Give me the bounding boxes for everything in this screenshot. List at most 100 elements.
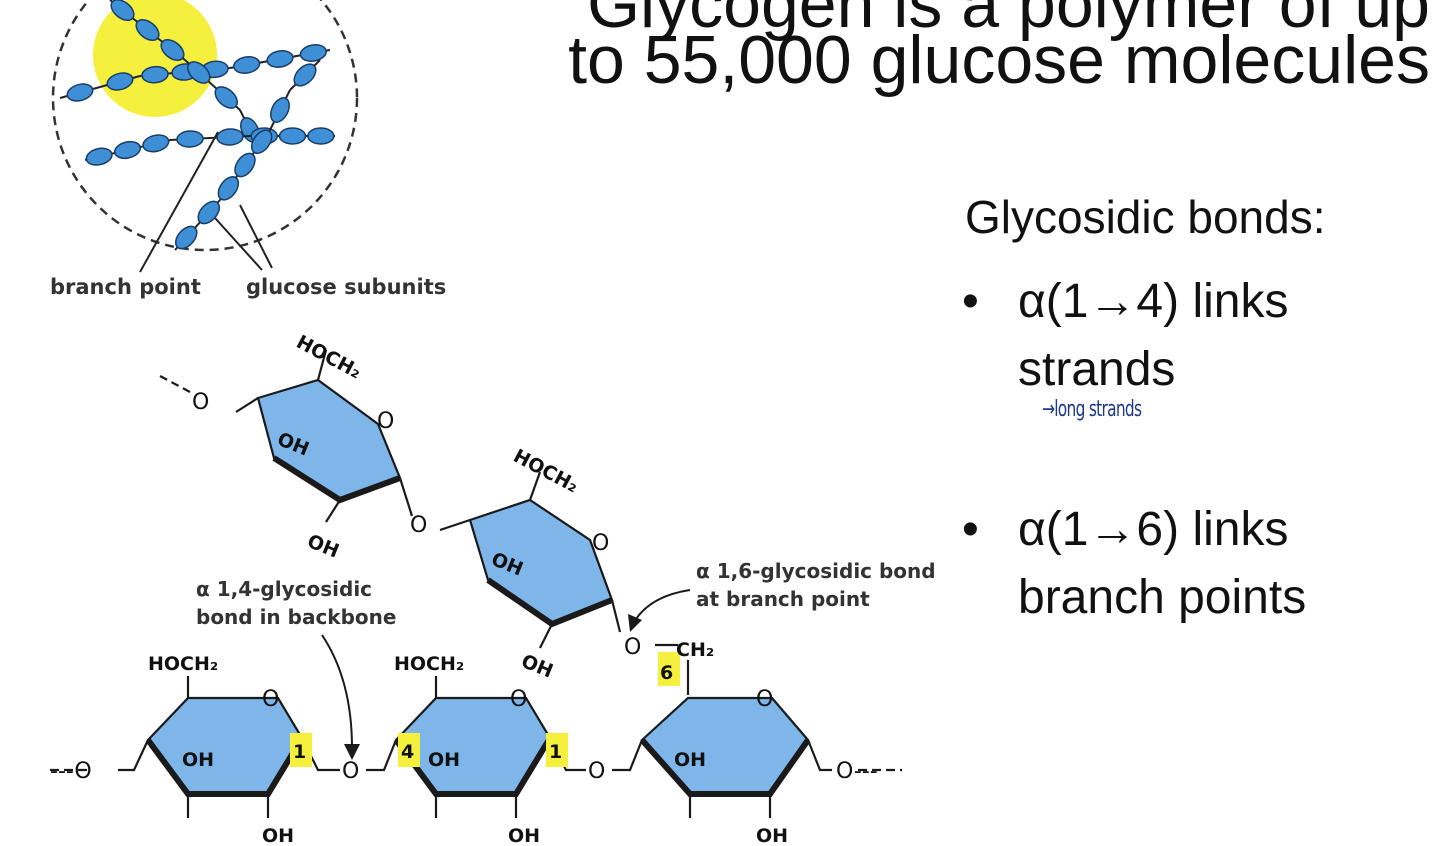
glucose-subunits-pointer-a bbox=[214, 217, 263, 271]
linking-oxygen-label: O bbox=[342, 759, 359, 784]
glucose-subunit bbox=[278, 127, 307, 145]
hoch2-label: HOCH₂ bbox=[510, 445, 582, 497]
carbon-1-label: 1 bbox=[293, 741, 306, 763]
glucose-subunit bbox=[293, 63, 317, 87]
bond bbox=[610, 599, 622, 633]
glucose-subunit bbox=[66, 83, 94, 102]
bullet-text-line-2: strands bbox=[1018, 343, 1176, 396]
bond bbox=[439, 518, 471, 532]
linking-oxygen-label: O bbox=[588, 759, 605, 784]
hoch2-label: HOCH₂ bbox=[394, 653, 464, 675]
glucose-subunit bbox=[186, 61, 211, 84]
slide-title-line-2: to 55,000 glucose molecules bbox=[568, 22, 1430, 98]
oh-label: OH bbox=[756, 825, 788, 846]
glucose-subunit bbox=[307, 127, 335, 145]
glycosidic-bonds-heading: Glycosidic bonds: bbox=[965, 191, 1326, 243]
glucose-subunit bbox=[135, 19, 160, 41]
chain-end-right-label: O--- bbox=[836, 759, 878, 784]
bond bbox=[325, 499, 341, 523]
bond bbox=[316, 349, 328, 381]
c1-highlight-right bbox=[546, 733, 568, 767]
alpha14-arrowhead bbox=[344, 744, 360, 760]
bullet-text-line-1: α(1→6) links bbox=[1018, 503, 1289, 556]
bond bbox=[366, 739, 398, 772]
bond bbox=[539, 623, 553, 649]
glucose-subunit bbox=[141, 65, 169, 84]
bond bbox=[118, 739, 149, 772]
alpha16-arrowhead bbox=[628, 614, 642, 632]
glucose-subunit bbox=[266, 50, 294, 68]
glycogen-diagram: branch point glucose subunits bbox=[50, 0, 936, 846]
alpha16-bond-label-line-1: α 1,6-glycosidic bond bbox=[696, 559, 936, 583]
chain-dash bbox=[159, 375, 191, 393]
bullet-text-line-2: branch points bbox=[1018, 571, 1307, 624]
glucose-subunit bbox=[233, 56, 261, 74]
glucose-subunit bbox=[250, 129, 273, 154]
linking-oxygen-label: O bbox=[410, 513, 427, 538]
oh-label: OH bbox=[304, 530, 342, 562]
bullet-dot: • bbox=[962, 503, 979, 556]
glucose-subunit bbox=[234, 152, 256, 178]
alpha16-bond-label-line-2: at branch point bbox=[696, 587, 870, 611]
c4-highlight bbox=[398, 733, 420, 767]
alpha14-bond-label-line-2: bond in backbone bbox=[196, 605, 396, 629]
alpha14-bond-label-line-1: α 1,4-glycosidic bbox=[196, 577, 372, 601]
c1-highlight-left bbox=[290, 733, 312, 767]
glucose-subunit bbox=[270, 97, 290, 123]
bond bbox=[612, 739, 644, 772]
linking-oxygen-label: O bbox=[624, 635, 641, 660]
ring-oxygen-label: O bbox=[510, 687, 527, 712]
hoch2-label: HOCH₂ bbox=[293, 331, 365, 383]
oh-label: OH bbox=[518, 650, 556, 682]
branch-highlight bbox=[93, 0, 217, 117]
ring-oxygen-label: O bbox=[592, 531, 609, 556]
oh-label: OH bbox=[508, 825, 540, 846]
ch2-label: CH₂ bbox=[676, 639, 714, 661]
structural-formula bbox=[50, 349, 902, 818]
glucose-subunit bbox=[216, 128, 244, 146]
bond bbox=[528, 471, 542, 501]
bond bbox=[806, 739, 832, 772]
oh-label: OH bbox=[182, 749, 214, 771]
oh-label: OH bbox=[674, 749, 706, 771]
glucose-subunit bbox=[160, 39, 185, 61]
oh-label: OH bbox=[428, 749, 460, 771]
glucose-subunit bbox=[85, 147, 113, 166]
glucose-subunits-label: glucose subunits bbox=[246, 275, 446, 299]
carbon-4-label: 4 bbox=[401, 741, 414, 763]
branch-point-pointer bbox=[139, 131, 219, 273]
glucose-subunit bbox=[197, 200, 221, 225]
glucose-subunit bbox=[217, 176, 240, 201]
glucose-subunit bbox=[176, 130, 204, 148]
glucose-subunit bbox=[142, 134, 170, 153]
ring-bottom-edge bbox=[145, 736, 305, 797]
c6-highlight bbox=[658, 652, 680, 686]
oh-label: OH bbox=[262, 825, 294, 846]
glucose-subunit-chains bbox=[59, 0, 335, 251]
glucose-subunit bbox=[106, 72, 134, 91]
chain-end-left-label: ---O bbox=[50, 759, 92, 784]
ring-oxygen-label: O bbox=[262, 687, 279, 712]
glucose-subunit bbox=[174, 225, 198, 250]
linking-oxygen-label: O bbox=[192, 390, 209, 415]
ring-oxygen-label: O bbox=[756, 687, 773, 712]
overview-boundary bbox=[51, 0, 359, 252]
slide-title-line-1: Glycogen is a polymer of up bbox=[587, 0, 1430, 42]
carbon-1-label: 1 bbox=[549, 741, 562, 763]
ring-oxygen-label: O bbox=[377, 409, 394, 434]
alpha14-arrow bbox=[321, 634, 353, 749]
ring-bottom-edge bbox=[639, 738, 811, 797]
bond bbox=[235, 397, 259, 413]
bullet-text-line-1: α(1→4) links bbox=[1018, 275, 1289, 328]
branch-point-label: branch point bbox=[50, 275, 201, 299]
glycogen-overview-circle: branch point glucose subunits bbox=[50, 0, 446, 299]
hoch2-label: HOCH₂ bbox=[148, 653, 218, 675]
glucose-subunit bbox=[110, 0, 135, 21]
carbon-6-label: 6 bbox=[660, 662, 673, 684]
bullet-dot: • bbox=[962, 275, 979, 328]
glucose-subunit bbox=[299, 44, 327, 62]
bond bbox=[398, 477, 414, 517]
glucose-subunit bbox=[214, 86, 239, 109]
alpha16-arrow bbox=[633, 589, 691, 623]
glucose-subunit bbox=[113, 140, 142, 160]
